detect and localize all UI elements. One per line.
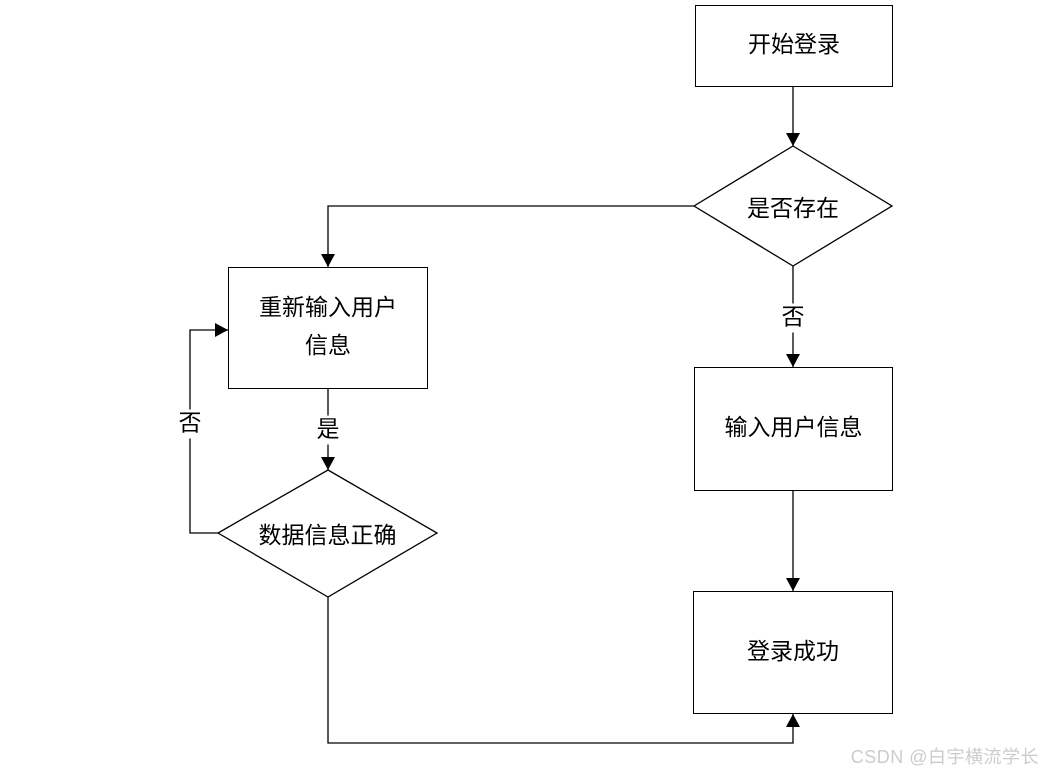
node-reenter-label: 重新输入用户信息: [259, 295, 397, 359]
node-success: 登录成功: [693, 591, 893, 714]
node-reenter: 重新输入用户信息: [228, 267, 428, 389]
node-input-info: 输入用户信息: [694, 367, 893, 491]
edge-label-no-right: 否: [779, 303, 807, 333]
edge-datacorrect-to-success: [327, 597, 800, 744]
node-input-info-label: 输入用户信息: [724, 415, 863, 442]
node-success-label: 登录成功: [747, 638, 839, 665]
node-start-label: 开始登录: [748, 32, 840, 59]
watermark: CSDN @白宇横流学长: [850, 747, 1039, 767]
node-start: 开始登录: [695, 5, 893, 87]
edge-label-yes: 是: [314, 415, 342, 445]
edge-exists-to-reenter: [321, 205, 694, 267]
node-exists-decision-shape: [692, 145, 894, 267]
edge-label-no-left: 否: [176, 409, 204, 439]
node-data-correct-decision-shape: [216, 469, 439, 598]
